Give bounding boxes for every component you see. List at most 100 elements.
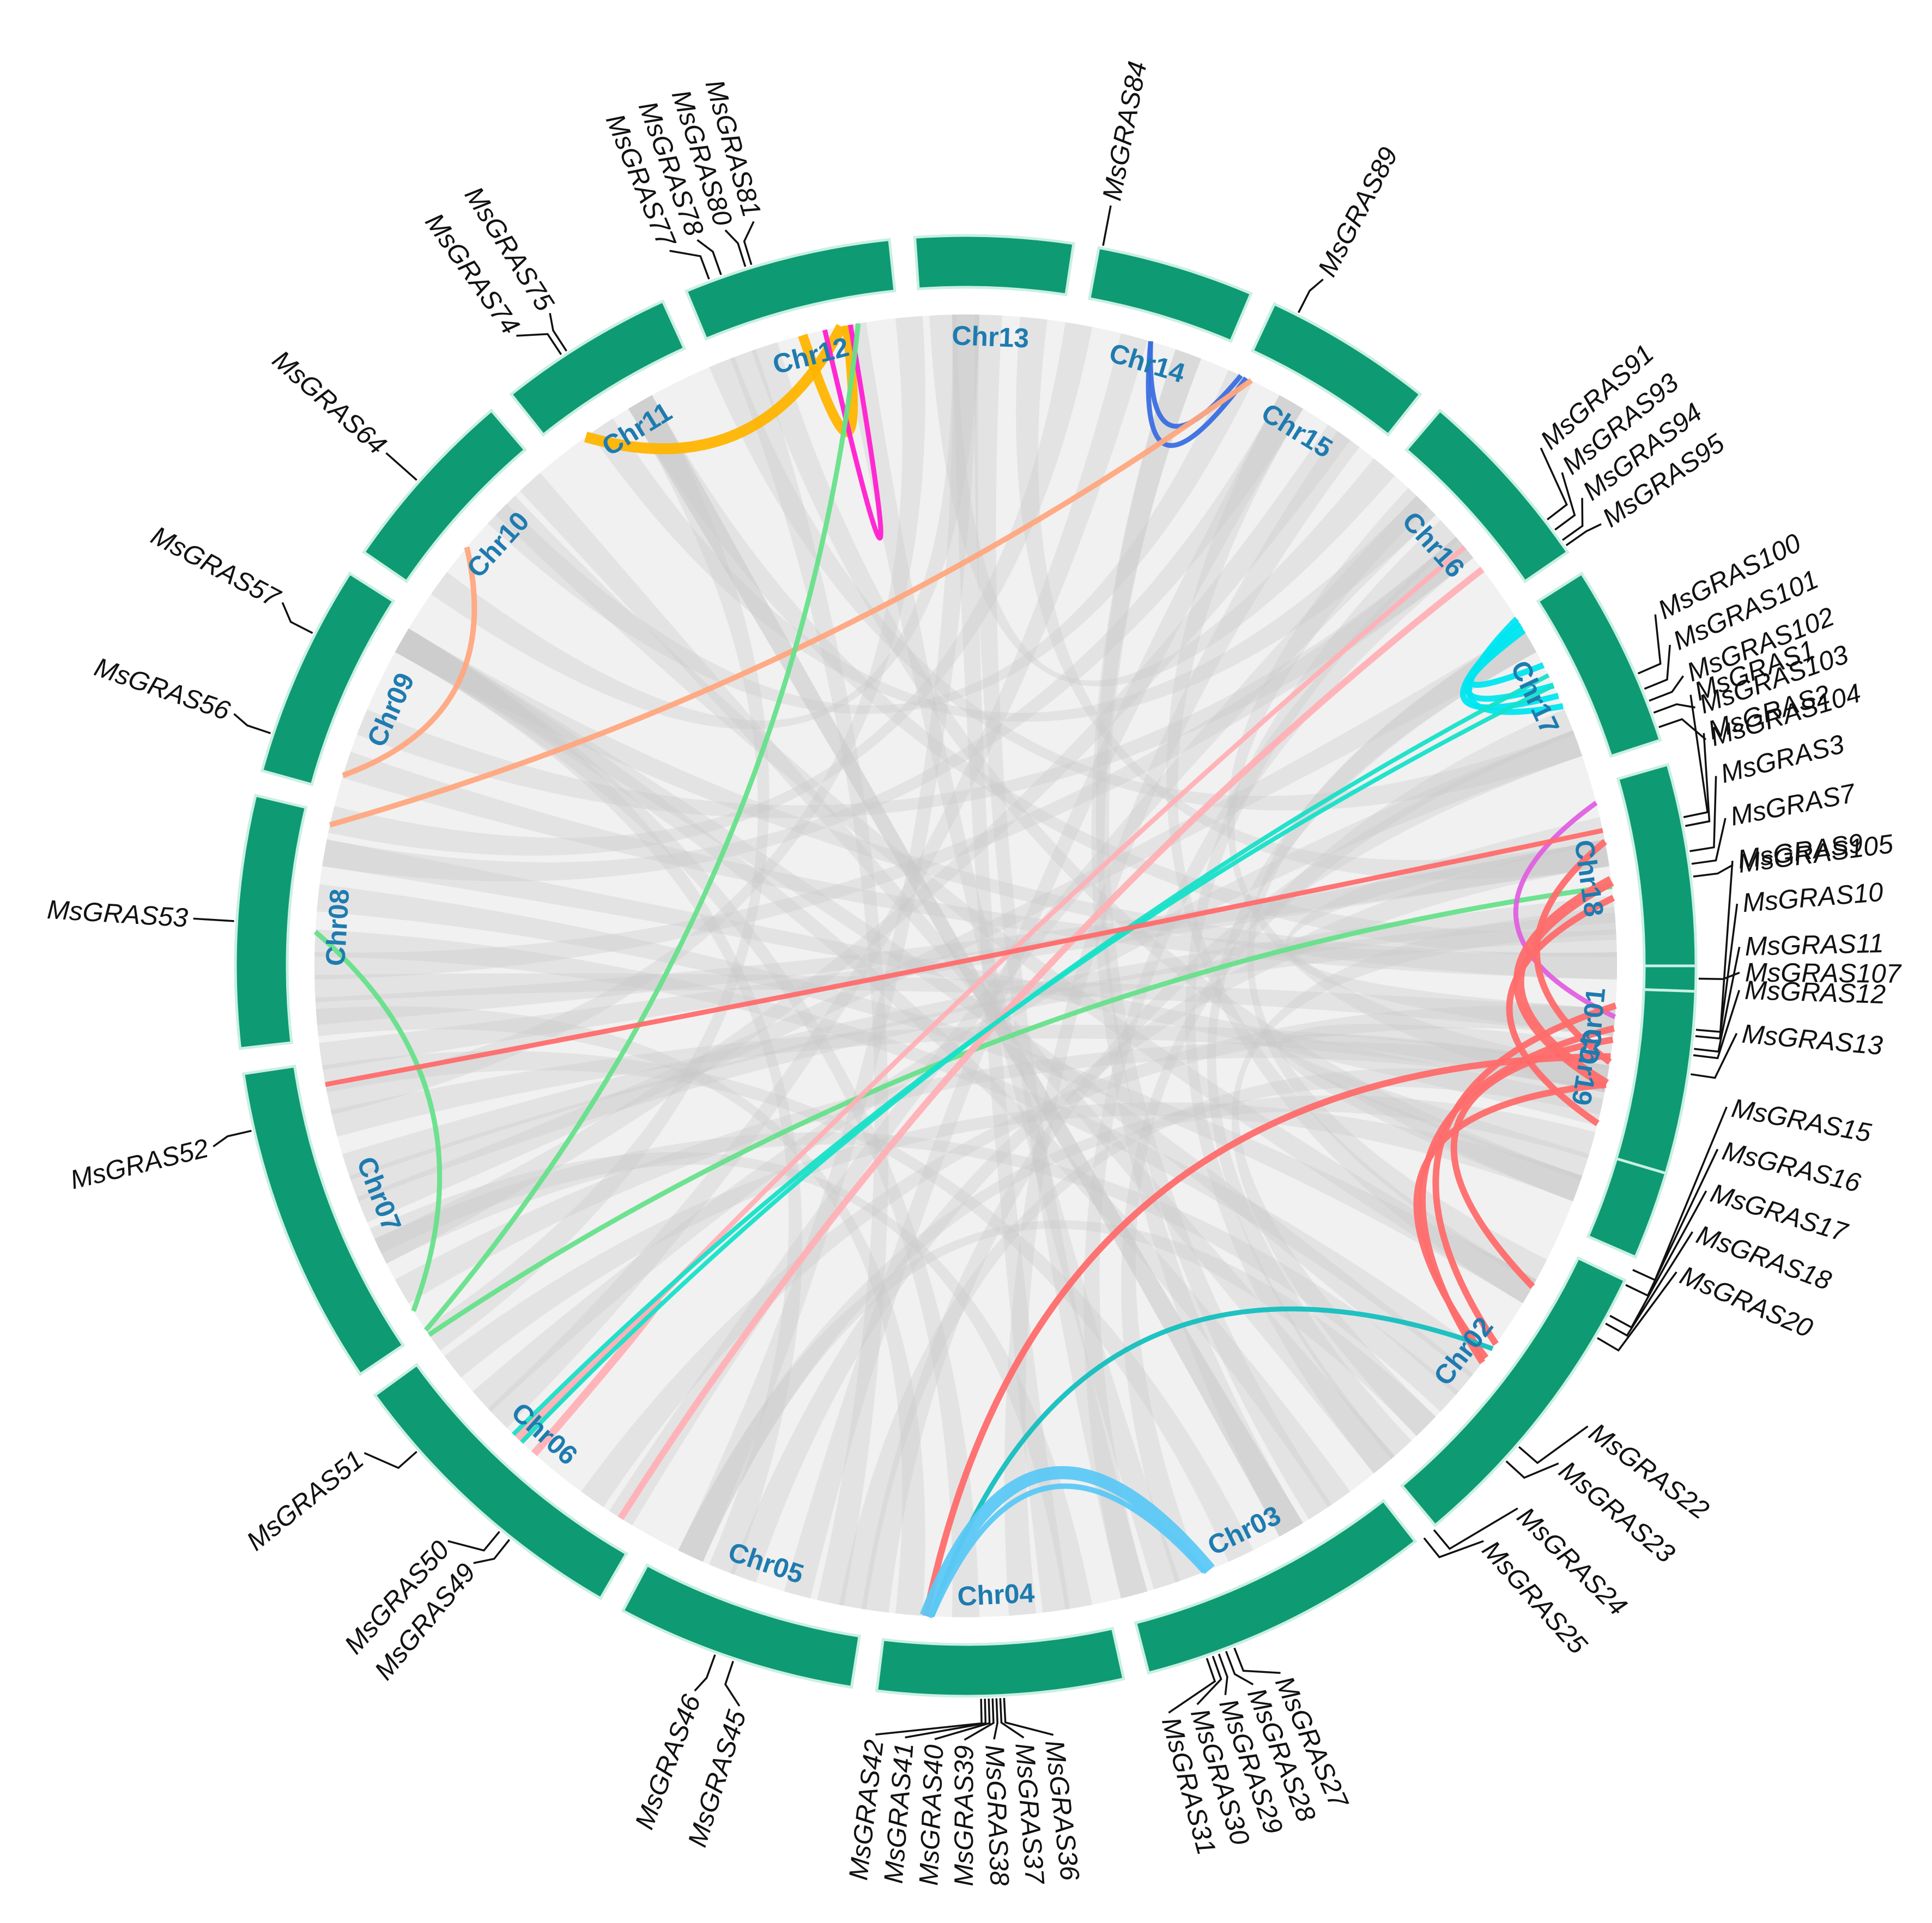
- background-ribbon: [1121, 709, 1575, 1583]
- gene-label: MsGRAS11: [1745, 929, 1884, 961]
- gene-tick: [964, 1698, 995, 1741]
- background-ribbon: [1231, 906, 1616, 1436]
- gene-label: MsGRAS13: [1741, 1019, 1883, 1061]
- synteny-link: [325, 828, 1603, 1087]
- gene-tick: [905, 1698, 987, 1739]
- gene-tick: [1218, 1653, 1228, 1695]
- synteny-link: [822, 324, 883, 541]
- gene-label: MsGRAS84: [1097, 59, 1153, 203]
- synteny-link: [1466, 616, 1564, 715]
- background-ribbon: [1279, 1024, 1613, 1202]
- chromosome-chr13: [913, 234, 1075, 297]
- synteny-link: [342, 546, 477, 778]
- synteny-link: [514, 1298, 662, 1456]
- gene-tick: [1196, 1655, 1222, 1706]
- chromosome-chr06: [373, 1363, 628, 1600]
- gene-tick: [743, 221, 755, 265]
- background-ribbon: [839, 322, 1180, 1589]
- background-ribbon: [628, 395, 1304, 1537]
- gene-tick: [1233, 1647, 1281, 1674]
- gene-tick: [669, 250, 710, 280]
- gene-tick: [1689, 776, 1717, 852]
- chromosome-chr12: [684, 238, 897, 341]
- gene-tick: [1518, 1425, 1589, 1465]
- synteny-link: [427, 884, 1613, 1337]
- gene-tick: [1649, 675, 1685, 702]
- gene-tick: [1695, 903, 1739, 1040]
- synteny-link: [929, 1306, 1494, 1617]
- gene-label: MsGRAS12: [1744, 976, 1886, 1009]
- synteny-link: [919, 1466, 1215, 1619]
- gene-tick: [193, 917, 234, 922]
- chromosome-chr16: [1404, 408, 1570, 584]
- chromosome-chr03: [1134, 1498, 1418, 1675]
- gene-tick: [1644, 644, 1671, 690]
- background-ribbon: [342, 895, 1616, 1180]
- background-ribbon: [349, 912, 1617, 1202]
- gene-tick: [1168, 1658, 1216, 1714]
- chromosome-label-chr01: Chr01: [1573, 986, 1611, 1066]
- background-ribbon: [609, 495, 1436, 1526]
- background-ribbon: [1280, 1033, 1609, 1180]
- chromosome-chr10: [362, 408, 527, 584]
- chromosome-chr07: [241, 1065, 405, 1376]
- background-ribbon: [322, 839, 1603, 1126]
- chromosome-chr02: [1400, 1256, 1627, 1528]
- background-ribbon: [784, 395, 1304, 1599]
- background-ribbon: [488, 370, 1253, 714]
- background-ribbon: [678, 1220, 1436, 1562]
- background-ribbon: [628, 395, 1304, 1537]
- synteny-link: [512, 683, 1555, 1436]
- gene-tick: [724, 1660, 741, 1707]
- gene-label: MsGRAS53: [46, 895, 189, 933]
- synteny-link: [1413, 1081, 1607, 1360]
- background-ribbon: [395, 628, 803, 1575]
- background-ribbon: [952, 315, 1070, 1613]
- gene-tick: [447, 1531, 500, 1552]
- gene-tick: [1605, 1231, 1693, 1337]
- gene-tick: [1540, 448, 1568, 521]
- gene-label: MsGRAS7: [1728, 778, 1858, 832]
- chromosome-label-chr08: Chr08: [320, 888, 355, 967]
- gene-tick: [1565, 523, 1602, 546]
- link-area-background: [314, 315, 1617, 1617]
- synteny-link: [929, 1483, 1207, 1618]
- gene-label: MsGRAS52: [68, 1134, 211, 1195]
- background-ribbon: [519, 473, 1395, 1474]
- chromosome-ring: [234, 234, 1698, 1698]
- chromosome-chr15: [1250, 302, 1422, 437]
- gene-tick: [1637, 614, 1662, 675]
- gene-tick: [697, 239, 722, 275]
- gene-label: MsGRAS57: [146, 521, 285, 613]
- chromosome-chr09: [260, 571, 396, 787]
- gene-tick: [1658, 718, 1707, 741]
- gene-label: MsGRAS107: [1745, 958, 1902, 989]
- chromosome-chr17: [1536, 571, 1662, 758]
- gene-tick-layer: [193, 205, 1741, 1741]
- background-ribbon: [322, 395, 1304, 881]
- synteny-link: [423, 323, 861, 1332]
- gene-tick: [1691, 818, 1727, 865]
- chromosome-label-chr04: Chr04: [956, 1577, 1035, 1612]
- chromosome-chr04: [875, 1626, 1126, 1698]
- gene-tick: [1554, 472, 1576, 531]
- gene-label: MsGRAS51: [241, 1445, 370, 1557]
- gene-tick: [1698, 971, 1740, 981]
- gene-tick: [281, 602, 313, 634]
- gene-tick: [1561, 498, 1584, 541]
- chromosome-chr05: [621, 1563, 862, 1689]
- gene-label: MsGRAS38: [979, 1744, 1014, 1886]
- synteny-link: [313, 930, 443, 1312]
- gene-tick: [549, 313, 567, 352]
- gene-tick: [1653, 703, 1695, 714]
- background-ribbon: [315, 839, 1609, 1025]
- gene-label: MsGRAS39: [949, 1745, 979, 1886]
- gene-tick: [1433, 1507, 1518, 1550]
- gene-tick: [934, 1698, 991, 1740]
- gene-tick: [1003, 1698, 1054, 1736]
- background-ribbon: [314, 973, 1616, 1037]
- background-ribbon: [356, 628, 1537, 1223]
- chromosome-label-chr13: Chr13: [951, 320, 1029, 354]
- gene-tick: [1505, 1460, 1559, 1479]
